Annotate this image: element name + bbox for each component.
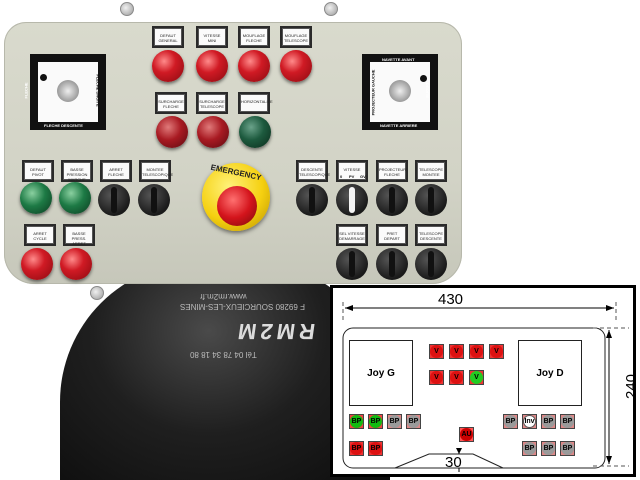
label-mid-2: SURCHARGE TELESCOPE (198, 94, 226, 112)
bp-button-green: BP (349, 414, 364, 429)
selector-switch[interactable] (336, 248, 368, 280)
label-fleche-right: FLECHE DROITE (95, 74, 101, 107)
label-right-4: TELESCOPE MONTEE (417, 162, 445, 180)
label-right-bottom-1: SEL VITESSE DEMARRAGE (338, 226, 366, 244)
v-lamp: V (489, 344, 504, 359)
label-navette-arriere: NAVETTE ARRIERE (380, 123, 418, 128)
label-fleche-montee: FLECHE MONTEE (44, 57, 79, 62)
bp-button-grey: BP (503, 414, 518, 429)
v-lamp: V (449, 370, 464, 385)
selector-switch[interactable] (376, 184, 408, 216)
red-pushbutton[interactable] (21, 248, 53, 280)
indicator-lamp (197, 116, 229, 148)
indicator-lamp (156, 116, 188, 148)
machine-address: F 69280 SOURCIEUX-LES-MINES (180, 302, 305, 311)
bp-button-grey: BP (560, 414, 575, 429)
left-joystick[interactable] (57, 80, 79, 102)
bolt (120, 2, 134, 16)
width-dimension: 430 (438, 291, 464, 308)
label-left-bottom-1: ARRET CYCLE (26, 226, 54, 244)
indicator-lamp (238, 50, 270, 82)
label-fleche-left: FLECHE (23, 82, 29, 99)
label-right-bottom-2: PRET DEPART (378, 226, 406, 244)
joystick-ball (40, 74, 47, 81)
bp-button-green: BP (368, 414, 383, 429)
label-left-1: DEFAUT PIVOT (24, 162, 52, 180)
label-left-3: ARRET FLECHE (102, 162, 130, 180)
height-dimension: 240 (623, 373, 640, 400)
emergency-stop-button[interactable] (217, 186, 257, 226)
au-emergency: AU (459, 427, 474, 442)
bp-button-grey: BP (541, 441, 556, 456)
machine-website: www.rm2m.fr (200, 292, 247, 301)
indicator-lamp (152, 50, 184, 82)
selector-switch[interactable] (138, 184, 170, 216)
label-fleche-descente: FLECHE DESCENTE (44, 123, 83, 128)
label-right-bottom-3: TELESCOPE DESCENTE (417, 226, 445, 244)
selector-switch[interactable] (296, 184, 328, 216)
machine-phone: Tél 04 78 34 18 80 (190, 350, 257, 359)
label-left-4: MONTEE TELESCOPIQUE (141, 162, 173, 180)
v-lamp: V (429, 344, 444, 359)
label-nav-right: DROITE (425, 82, 431, 99)
right-joystick[interactable] (389, 80, 411, 102)
label-top-2: VITESSE MINI (198, 28, 226, 46)
label-left-bottom-2: BASSE PRESS. ARRET (65, 226, 93, 246)
joystick-right-box: Joy D (518, 340, 582, 406)
bp-button-grey: BP (522, 441, 537, 456)
label-nav-left: PROJECTEUR GAUCHE (370, 69, 376, 116)
bolt (90, 286, 104, 300)
label-left-2: BASSE PRESSION MARCHE (63, 162, 91, 182)
indicator-lamp (280, 50, 312, 82)
indicator-lamp (239, 116, 271, 148)
control-panel: FLECHE MONTEE FLECHE DESCENTE FLECHE FLE… (4, 2, 462, 300)
selector-switch[interactable] (98, 184, 130, 216)
bolt (324, 2, 338, 16)
v-lamp: V (449, 344, 464, 359)
v-lamp: V (429, 370, 444, 385)
inv-switch: Inv (522, 414, 537, 429)
v-lamp: V (469, 344, 484, 359)
v-lamp-green: V (469, 370, 484, 385)
green-pushbutton[interactable] (20, 182, 52, 214)
label-top-1: DEFAUT GENERAL (154, 28, 182, 46)
vitesse-selector[interactable] (336, 184, 368, 216)
label-mid-3: HORIZONTALITE (240, 94, 273, 112)
bp-button-grey: BP (387, 414, 402, 429)
schematic-lines (342, 302, 629, 472)
red-pushbutton[interactable] (60, 248, 92, 280)
bp-button-red: BP (368, 441, 383, 456)
label-mid-1: SURCHARGE FLECHE (157, 94, 185, 112)
indicator-lamp (196, 50, 228, 82)
label-navette-avant: NAVETTE AVANT (382, 57, 415, 62)
bp-button-grey: BP (406, 414, 421, 429)
bp-button-grey: BP (560, 441, 575, 456)
selector-switch[interactable] (376, 248, 408, 280)
label-right-2: VITESSE (338, 162, 366, 180)
selector-switch[interactable] (415, 184, 447, 216)
label-top-4: MOUFLAGE TELESCOPE (282, 28, 310, 46)
label-right-1: DESCENTE TELESCOPIQUE (298, 162, 330, 180)
selector-switch[interactable] (415, 248, 447, 280)
label-right-3: PROJECTEUR FLECHE (378, 162, 406, 180)
vitesse-mark-pv: PV (349, 174, 355, 179)
bp-button-grey: BP (541, 414, 556, 429)
vitesse-mark-0: 0 (340, 174, 343, 179)
bp-button-red: BP (349, 441, 364, 456)
joystick-left-box: Joy G (349, 340, 413, 406)
joystick-ball (420, 75, 427, 82)
notch-dimension: 30 (445, 454, 462, 471)
machine-brand: RM2M (232, 319, 317, 344)
panel-schematic: 430 240 30 Joy G Joy D V V V V V V V BP … (330, 285, 640, 477)
label-top-3: MOUFLAGE FLECHE (240, 28, 268, 46)
vitesse-mark-gv: GV (360, 174, 366, 179)
green-pushbutton[interactable] (59, 182, 91, 214)
